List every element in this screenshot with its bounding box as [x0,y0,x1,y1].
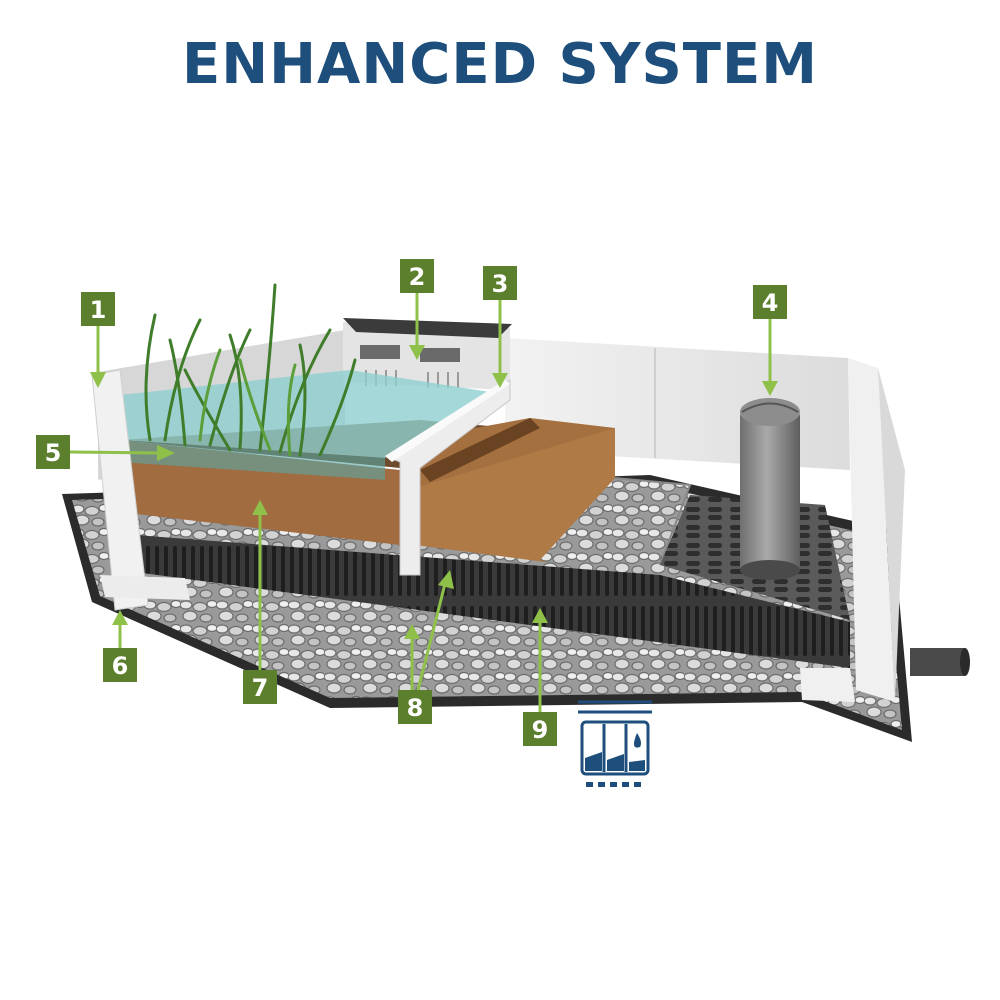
diagram-title: ENHANCED SYSTEM [182,32,818,97]
outlet-pipe [910,648,965,676]
svg-text:6: 6 [112,652,129,680]
callout-9: 9 [523,712,557,746]
callout-arrows [69,292,778,712]
svg-text:2: 2 [409,263,426,291]
pretreatment-chamber [343,318,512,390]
callout-2: 2 [400,259,434,293]
plants [144,283,357,457]
svg-text:5: 5 [45,439,62,467]
right-front-wall [800,668,855,702]
callout-7: 7 [243,670,277,704]
soil-block-front [415,428,615,562]
grate-front [135,535,850,668]
left-wall [91,369,149,611]
svg-text:3: 3 [492,270,509,298]
soil-block-top [415,418,615,488]
water-front [120,440,385,480]
overflow-riser [740,398,800,580]
callout-6: 6 [103,648,137,682]
callout-4: 4 [753,285,787,319]
svg-text:9: 9 [532,716,549,744]
callout-1: 1 [81,292,115,326]
callout-3: 3 [483,266,517,300]
svg-text:1: 1 [90,296,107,324]
svg-text:7: 7 [252,674,269,702]
svg-text:4: 4 [762,289,779,317]
bottom-left-beam [100,575,190,600]
divider-wall [388,379,511,576]
callout-5: 5 [36,435,70,469]
filter-tank-icon [578,700,652,787]
callout-8: 8 [398,690,432,724]
svg-text:8: 8 [407,694,424,722]
gravel-bed [540,478,690,575]
right-end-wall [848,358,895,702]
